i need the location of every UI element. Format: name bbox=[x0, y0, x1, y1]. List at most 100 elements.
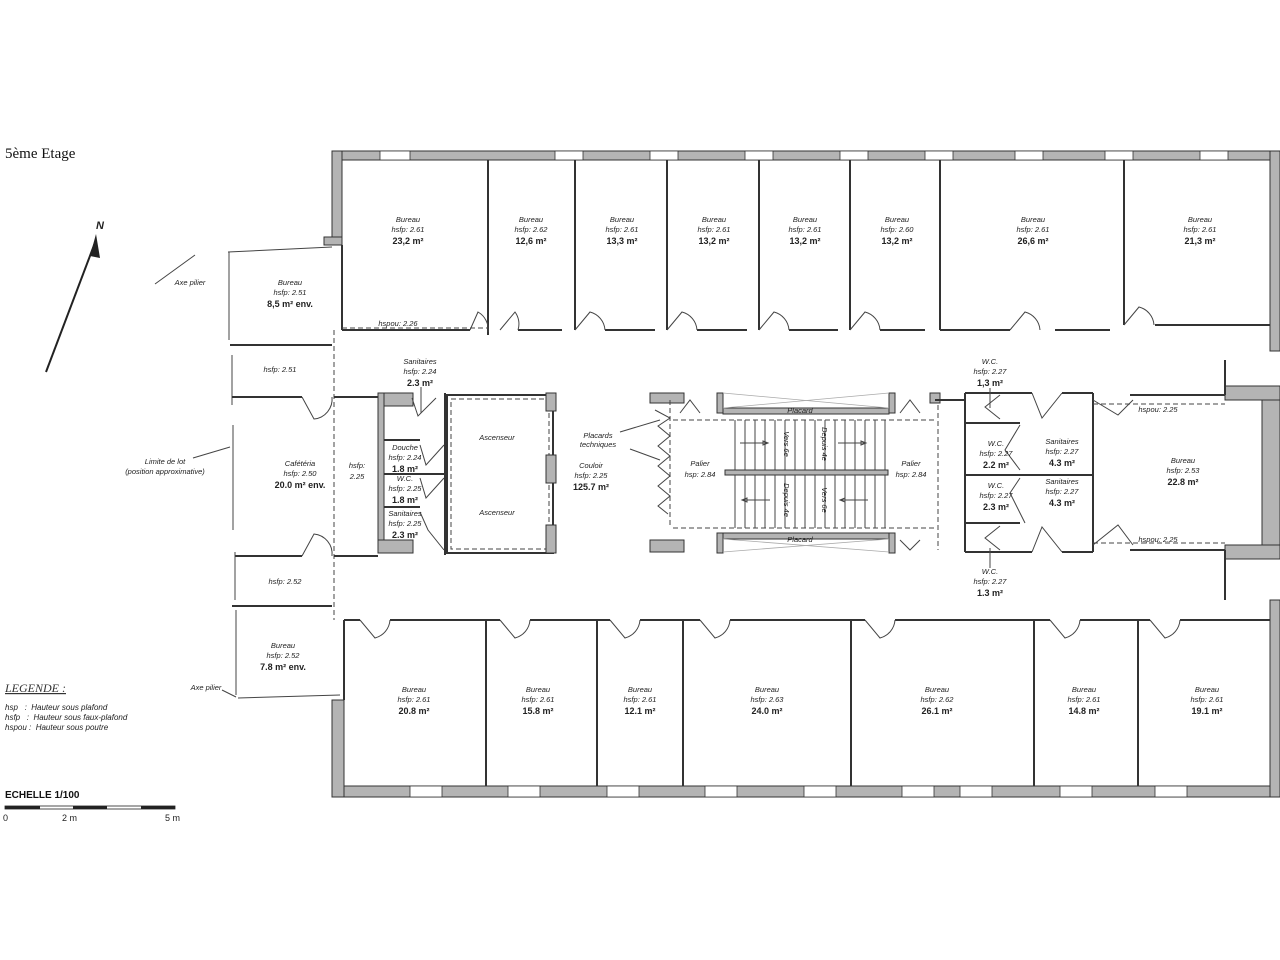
room-height: hsfp: 2.62 bbox=[515, 225, 549, 234]
north-label: N bbox=[96, 220, 105, 232]
room-area: 23,2 m² bbox=[392, 236, 423, 246]
annotation-placard-bottom: Placard bbox=[787, 535, 813, 544]
room-name: Bureau bbox=[519, 215, 544, 224]
room-name: Bureau bbox=[702, 215, 727, 224]
legend-item: hspou : Hauteur sous poutre bbox=[5, 723, 109, 732]
room-height: hsfp: 2.61 bbox=[1191, 695, 1224, 704]
room-height: hsfp: 2.27 bbox=[974, 577, 1008, 586]
room-area: 2.3 m² bbox=[407, 378, 433, 388]
room-name: Bureau bbox=[1195, 685, 1220, 694]
scale-tick: 5 m bbox=[165, 813, 180, 823]
room-height: hsfp: 2.61 bbox=[392, 225, 425, 234]
annotation-placard-top: Placard bbox=[787, 406, 813, 415]
room-name: Couloir bbox=[579, 461, 603, 470]
room-area: 8,5 m² env. bbox=[267, 299, 313, 309]
room-label: W.C.hsfp: 2.272.2 m² bbox=[980, 439, 1014, 470]
room-name: Bureau bbox=[885, 215, 910, 224]
room-area: 22.8 m² bbox=[1167, 477, 1198, 487]
room-name: Bureau bbox=[628, 685, 653, 694]
annotation-depuis-4e-1: Depuis 4e bbox=[820, 427, 829, 461]
annotation-placards-2: techniques bbox=[580, 440, 617, 449]
room-area: 12,6 m² bbox=[515, 236, 546, 246]
room-label: W.C.hsfp: 2.251.8 m² bbox=[389, 474, 423, 505]
room-name: Bureau bbox=[1021, 215, 1046, 224]
room-height: hsfp: 2.51 bbox=[274, 288, 307, 297]
legend-title: LEGENDE : bbox=[4, 681, 66, 695]
scale-tick: 2 m bbox=[62, 813, 77, 823]
floor-title: 5ème Etage bbox=[5, 146, 76, 162]
room-name: W.C. bbox=[982, 357, 998, 366]
room-name: W.C. bbox=[988, 439, 1004, 448]
room-area: 1,3 m² bbox=[977, 378, 1003, 388]
room-area: 1.8 m² bbox=[392, 464, 418, 474]
annotation-ascenseur-2: Ascenseur bbox=[478, 508, 515, 517]
room-area: 15.8 m² bbox=[522, 706, 553, 716]
room-area: 2.3 m² bbox=[983, 502, 1009, 512]
room-name: Bureau bbox=[402, 685, 427, 694]
room-name: Bureau bbox=[1171, 456, 1196, 465]
annotation-hsfp-252: hsfp: 2.52 bbox=[269, 577, 303, 586]
room-area: 4.3 m² bbox=[1049, 458, 1075, 468]
room-name: Bureau bbox=[755, 685, 780, 694]
annotation-palier-right-2: hsp: 2.84 bbox=[896, 470, 927, 479]
annotation-limite-2: (position approximative) bbox=[125, 467, 205, 476]
room-area: 26.1 m² bbox=[921, 706, 952, 716]
room-area: 20.8 m² bbox=[398, 706, 429, 716]
room-area: 2.3 m² bbox=[392, 530, 418, 540]
building-walls bbox=[154, 150, 1280, 798]
legend-item: hsp : Hauteur sous plafond bbox=[5, 703, 108, 712]
room-height: hsfp: 2.24 bbox=[404, 367, 437, 376]
room-name: W.C. bbox=[982, 567, 998, 576]
room-area: 4.3 m² bbox=[1049, 498, 1075, 508]
room-area: 13,2 m² bbox=[789, 236, 820, 246]
room-height: hsfp: 2.27 bbox=[980, 491, 1014, 500]
room-height: hsfp: 2.61 bbox=[606, 225, 639, 234]
room-height: hsfp: 2.61 bbox=[789, 225, 822, 234]
annotation-depuis-4e-2: Depuis 4e bbox=[782, 483, 791, 517]
room-height: hsfp: 2.27 bbox=[974, 367, 1008, 376]
room-height: hsfp: 2.50 bbox=[284, 469, 318, 478]
annotation-limite-1: Limite de lot bbox=[145, 457, 186, 466]
annotation-hspou-top: hspou: 2.26 bbox=[378, 319, 418, 328]
room-area: 26,6 m² bbox=[1017, 236, 1048, 246]
annotation-axe-pilier-bottom: Axe pilier bbox=[190, 683, 222, 692]
room-name: W.C. bbox=[397, 474, 413, 483]
legend-item: hsfp : Hauteur sous faux-plafond bbox=[5, 713, 128, 722]
room-height: hsfp: 2.53 bbox=[1167, 466, 1201, 475]
room-height: hsfp: 2.61 bbox=[624, 695, 657, 704]
room-height: hsfp: 2.61 bbox=[398, 695, 431, 704]
room-height: hsfp: 2.61 bbox=[522, 695, 555, 704]
room-area: 13,3 m² bbox=[606, 236, 637, 246]
room-height: hsfp: 2.27 bbox=[980, 449, 1014, 458]
annotation-ascenseur-1: Ascenseur bbox=[478, 433, 515, 442]
room-height: hsfp: 2.61 bbox=[698, 225, 731, 234]
room-height: hsfp: 2.27 bbox=[1046, 447, 1080, 456]
room-area: 12.1 m² bbox=[624, 706, 655, 716]
room-area: 14.8 m² bbox=[1068, 706, 1099, 716]
room-name: Bureau bbox=[925, 685, 950, 694]
room-name: Bureau bbox=[1072, 685, 1097, 694]
room-area: 13,2 m² bbox=[698, 236, 729, 246]
room-height: hsfp: 2.27 bbox=[1046, 487, 1080, 496]
room-name: Bureau bbox=[1188, 215, 1213, 224]
annotation-hsfp-corr-2: 2.25 bbox=[349, 472, 365, 481]
room-name: Douche bbox=[392, 443, 418, 452]
